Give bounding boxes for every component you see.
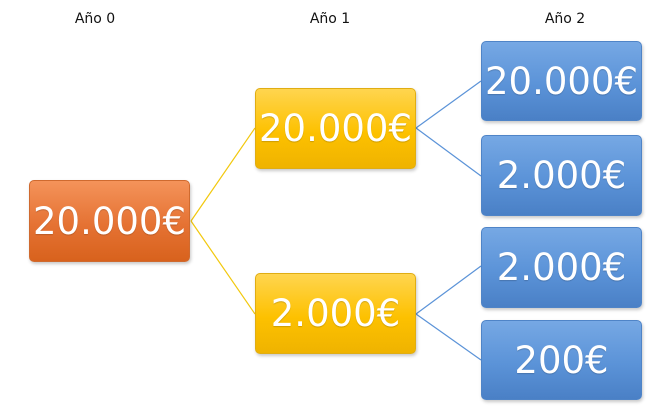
tree-node-level2-b: 2.000€ [481,135,642,216]
year-2-header: Año 2 [544,11,586,27]
tree-node-level2-a: 20.000€ [481,41,642,121]
year-0-header: Año 0 [74,11,116,27]
connector-root-to-level1-top [190,127,256,222]
connector-level1-top-to-level2-b [415,127,482,177]
year-1-header: Año 1 [309,11,351,27]
connector-level1-top-to-level2-a [415,80,482,129]
connector-root-to-level1-bottom [190,220,256,315]
connector-level1-bottom-to-level2-c [415,265,482,315]
connector-level1-bottom-to-level2-d [415,313,482,361]
tree-node-level2-d: 200€ [481,320,642,400]
tree-node-level1-bottom: 2.000€ [255,273,416,354]
tree-node-level1-top: 20.000€ [255,88,416,169]
tree-node-root: 20.000€ [29,180,190,262]
tree-node-level2-c: 2.000€ [481,227,642,308]
